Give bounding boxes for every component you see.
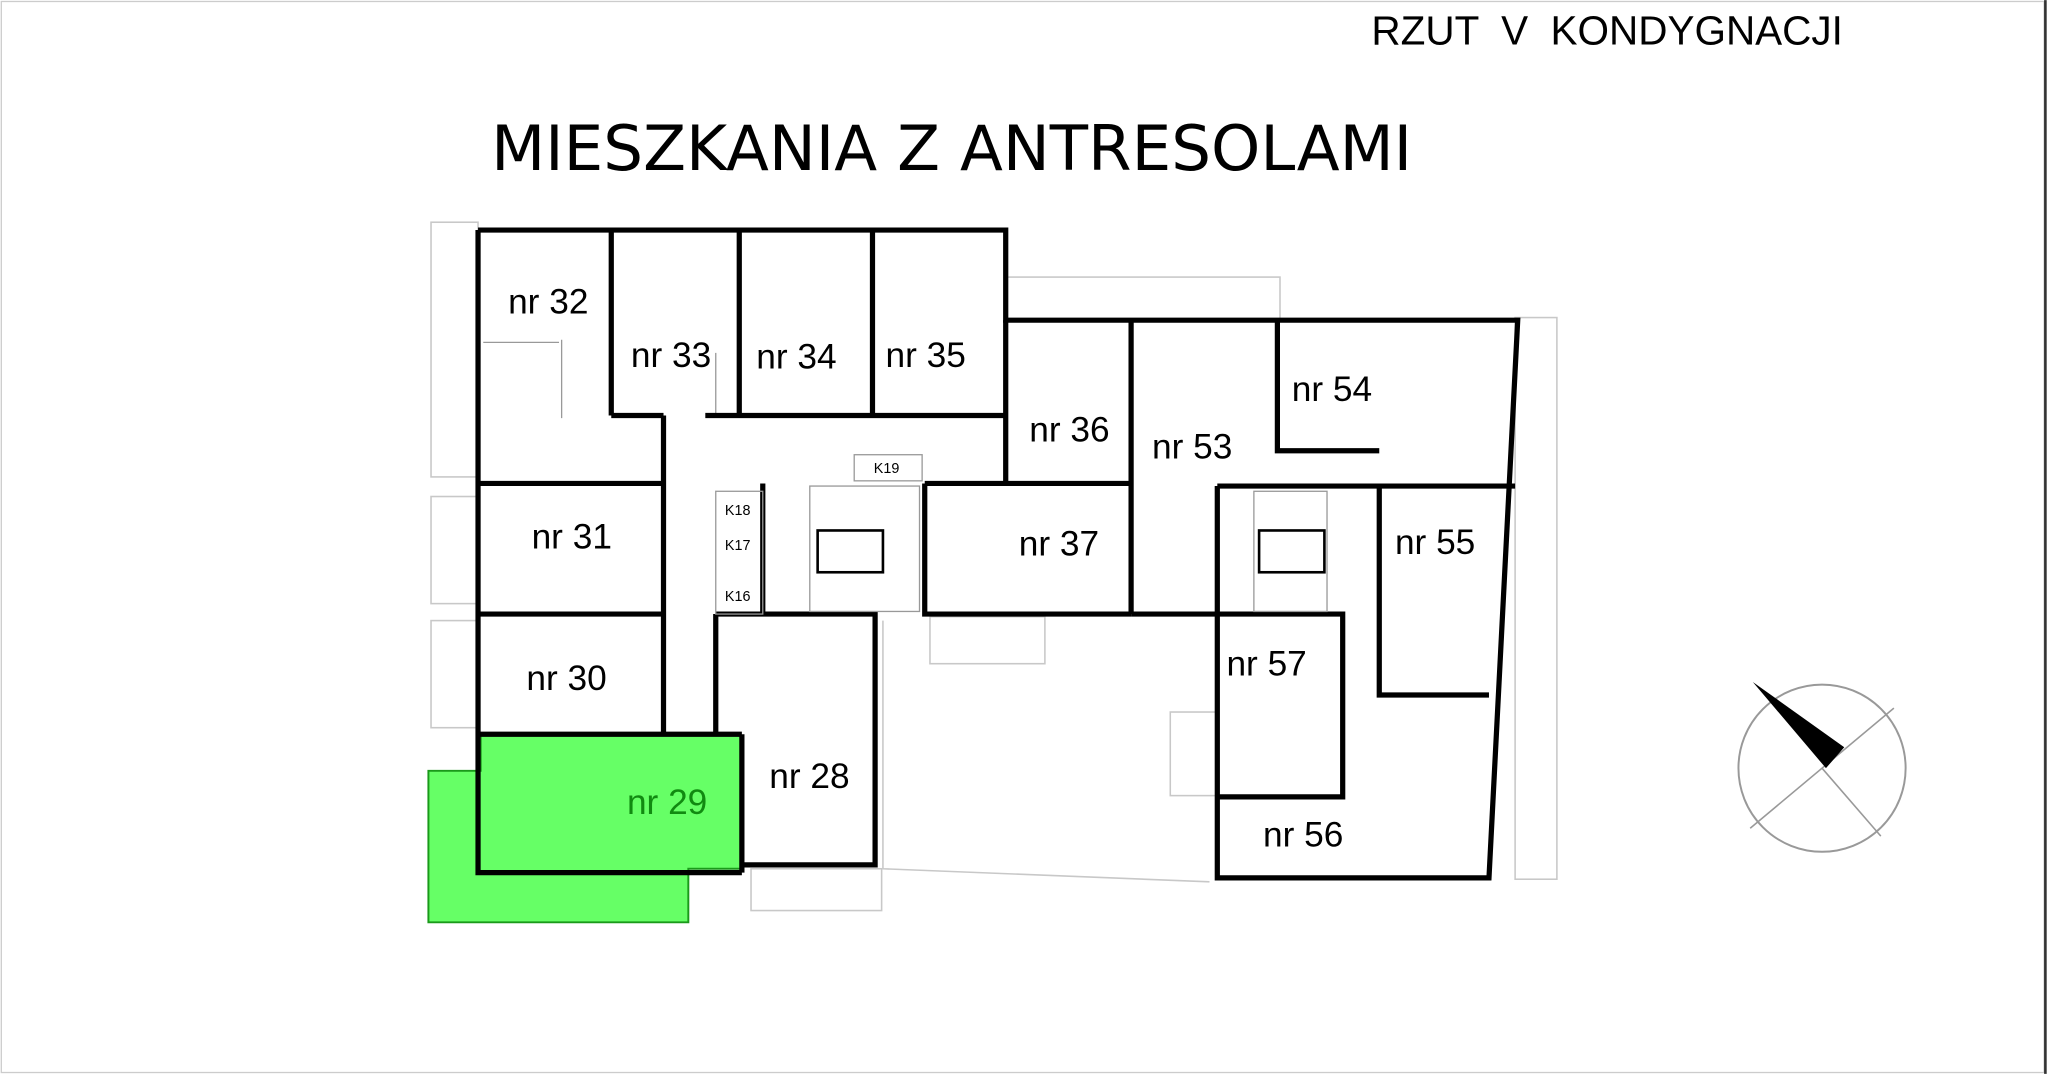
staircase-east [1253,490,1328,613]
apartment-nr-36[interactable]: nr 36 [1029,411,1109,450]
apartment-nr-53[interactable]: nr 53 [1152,428,1232,467]
storage-k16: K16 [725,589,751,605]
apartment-nr-28[interactable]: nr 28 [769,757,849,796]
balcony-outlines [430,221,1558,912]
storage-units: K19 K18 K17 K16 [715,454,923,615]
apartment-nr-35[interactable]: nr 35 [886,336,966,375]
page-title: MIESZKANIA Z ANTRESOLAMI [491,112,1412,185]
storage-k17: K17 [725,538,751,554]
walls [475,227,1521,881]
apartment-nr-54[interactable]: nr 54 [1292,370,1372,409]
staircase-west [809,485,921,613]
apartment-nr-32[interactable]: nr 32 [508,283,588,322]
apartment-nr-57[interactable]: nr 57 [1226,644,1306,683]
apartment-nr-55[interactable]: nr 55 [1395,523,1475,562]
apartment-nr-56[interactable]: nr 56 [1263,816,1343,855]
floor-subtitle: RZUT V KONDYGNACJI [1371,8,1842,54]
storage-k18: K18 [725,503,751,519]
north-arrow-icon [1737,681,1907,853]
apartment-nr-33[interactable]: nr 33 [631,336,711,375]
apartment-nr-34[interactable]: nr 34 [756,338,836,377]
apartment-nr-30[interactable]: nr 30 [526,659,606,698]
apartment-labels: nr 32 nr 33 nr 34 nr 35 nr 36 nr 53 nr 5… [508,283,1475,855]
apartment-nr-37[interactable]: nr 37 [1019,524,1099,563]
storage-k19: K19 [874,461,900,477]
apartment-nr-31[interactable]: nr 31 [532,518,612,557]
apartment-nr-29[interactable]: nr 29 [627,783,707,822]
